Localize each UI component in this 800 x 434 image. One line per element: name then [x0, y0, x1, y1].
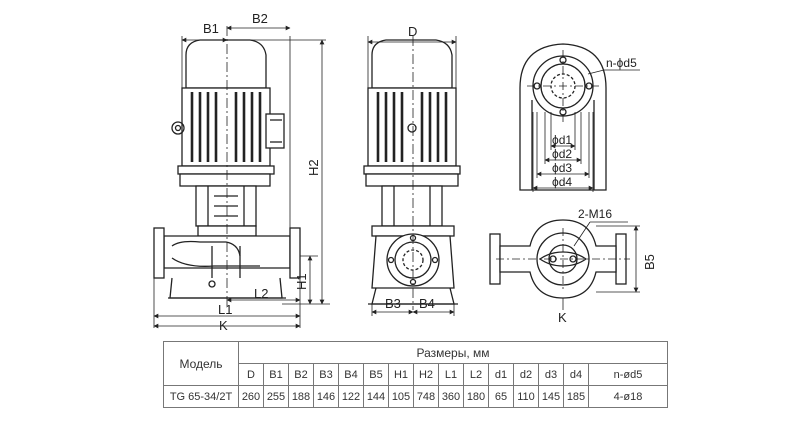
label-b2: B2 [252, 11, 268, 26]
table-column-header: B4 [338, 363, 364, 386]
table-column-header: d2 [513, 363, 539, 386]
label-l1: L1 [218, 302, 232, 317]
table-cell: 110 [513, 385, 539, 408]
table-column-header: B3 [313, 363, 339, 386]
table-column-header: B5 [363, 363, 389, 386]
model-cell: TG 65-34/2T [163, 385, 239, 408]
table-cell: 145 [538, 385, 564, 408]
model-column-header: Модель [163, 341, 239, 386]
label-k-top: K [558, 310, 567, 325]
table-column-header: d4 [563, 363, 589, 386]
table-column-header: H1 [388, 363, 414, 386]
pump-dimension-drawing: B1 B2 H2 H1 L2 L1 K [153, 11, 657, 330]
side-dimensions [367, 36, 457, 316]
side-view [363, 36, 461, 310]
label-d4: ϕd4 [552, 175, 572, 189]
table-column-header: d1 [488, 363, 514, 386]
top-dimensions [562, 221, 640, 310]
dimensions-group-header: Размеры, мм [238, 341, 668, 364]
label-b3: B3 [385, 296, 401, 311]
label-d3: ϕd3 [552, 161, 572, 175]
table-cell: 180 [463, 385, 489, 408]
table-column-header: L2 [463, 363, 489, 386]
table-cell: 65 [488, 385, 514, 408]
table-column-header: H2 [413, 363, 439, 386]
label-b1: B1 [203, 21, 219, 36]
label-b4: B4 [419, 296, 435, 311]
front-dimensions [153, 25, 330, 329]
table-cell: 260 [238, 385, 264, 408]
label-b5: B5 [642, 254, 657, 270]
label-l2: L2 [254, 286, 268, 301]
table-cell: 144 [363, 385, 389, 408]
table-cell: 122 [338, 385, 364, 408]
table-header-row: Модель Размеры, мм [163, 341, 668, 386]
table-cell: 185 [563, 385, 589, 408]
table-column-header: L1 [438, 363, 464, 386]
table-column-header: B1 [263, 363, 289, 386]
label-d2: ϕd2 [552, 147, 572, 161]
table-cell: 146 [313, 385, 339, 408]
label-h1: H1 [294, 273, 309, 290]
table-cell: 748 [413, 385, 439, 408]
label-k-front: K [219, 318, 228, 330]
label-d1: ϕd1 [552, 133, 572, 147]
table-column-header: D [238, 363, 264, 386]
label-h2: H2 [306, 159, 321, 176]
label-nd5: n-ϕd5 [606, 56, 637, 70]
flange-dimensions [532, 69, 640, 192]
table-cell: 105 [388, 385, 414, 408]
top-view [489, 219, 630, 299]
table-cell: 4-ø18 [588, 385, 668, 408]
flange-view [519, 43, 607, 191]
label-2m16: 2-M16 [578, 207, 612, 221]
table-column-header: n-ød5 [588, 363, 668, 386]
label-d: D [408, 24, 417, 39]
table-column-header: d3 [538, 363, 564, 386]
table-cell: 360 [438, 385, 464, 408]
table-cell: 255 [263, 385, 289, 408]
table-cell: 188 [288, 385, 314, 408]
front-view [153, 26, 301, 306]
table-column-header: B2 [288, 363, 314, 386]
